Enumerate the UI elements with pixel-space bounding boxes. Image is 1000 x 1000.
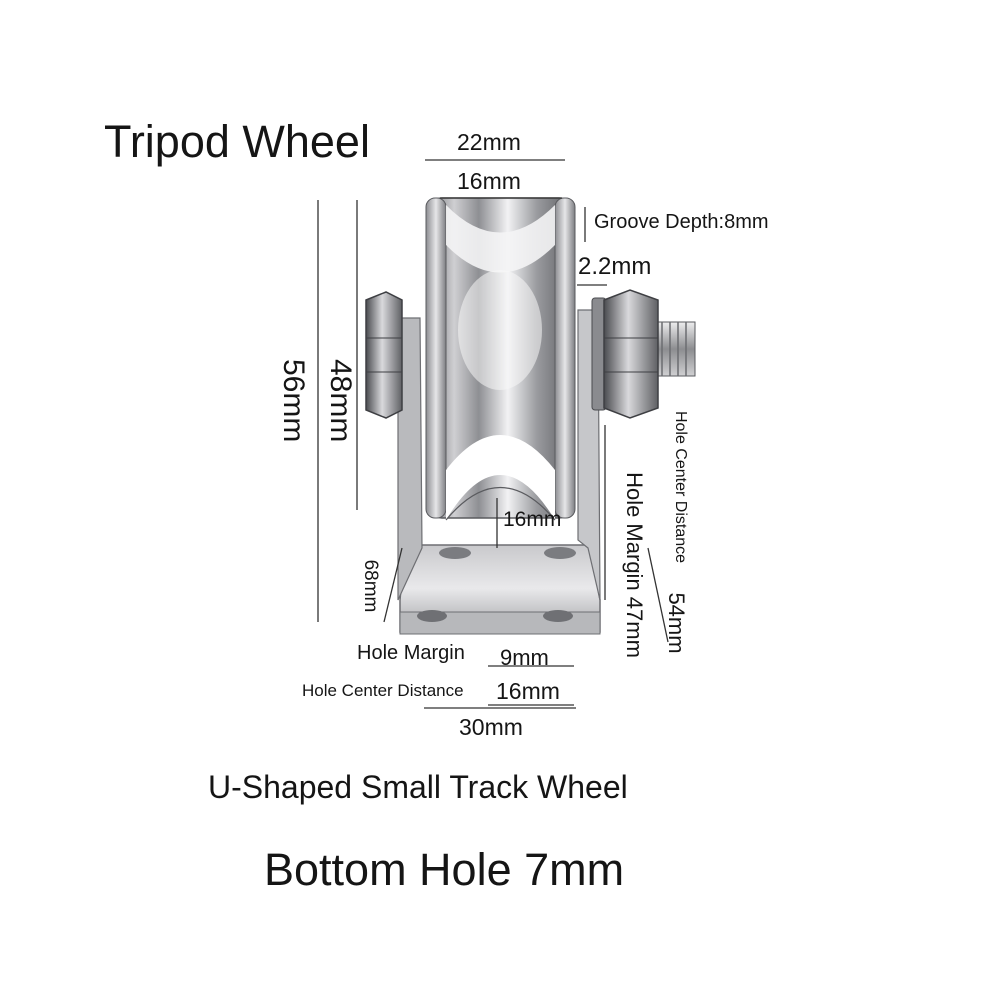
groove-depth-label: Groove Depth:8mm xyxy=(594,211,769,233)
bracket-height-label: 68mm xyxy=(360,559,381,613)
hole-margin-label: Hole Margin xyxy=(357,642,465,664)
product-subtitle: U-Shaped Small Track Wheel xyxy=(208,769,628,805)
bracket-arms xyxy=(397,309,601,601)
inner-groove-label: 16mm xyxy=(503,508,562,531)
product-title: Tripod Wheel xyxy=(104,116,370,167)
top-width-label: 22mm xyxy=(457,129,521,155)
wheel xyxy=(425,197,576,521)
footer-note: Bottom Hole 7mm xyxy=(264,844,625,895)
flange-thickness-label: 2.2mm xyxy=(578,253,652,280)
side-hole-margin-label: Hole Margin 47mm xyxy=(622,472,647,658)
hole-center-label: Hole Center Distance xyxy=(302,681,464,700)
base-width-label: 30mm xyxy=(459,714,523,740)
nut-and-thread xyxy=(591,289,696,419)
groove-width-label: 16mm xyxy=(457,168,521,194)
bolt-head xyxy=(365,291,403,419)
wheel-diameter-label: 48mm xyxy=(324,359,357,443)
overall-height-label: 56mm xyxy=(277,359,310,443)
bracket-base xyxy=(399,544,601,635)
hole-margin-value: 9mm xyxy=(500,645,549,670)
hole-center-value: 16mm xyxy=(496,678,560,704)
side-hole-center-label: Hole Center Distance xyxy=(672,410,689,564)
dimension-lines xyxy=(317,159,669,709)
side-hole-center-value: 54mm xyxy=(664,592,689,654)
